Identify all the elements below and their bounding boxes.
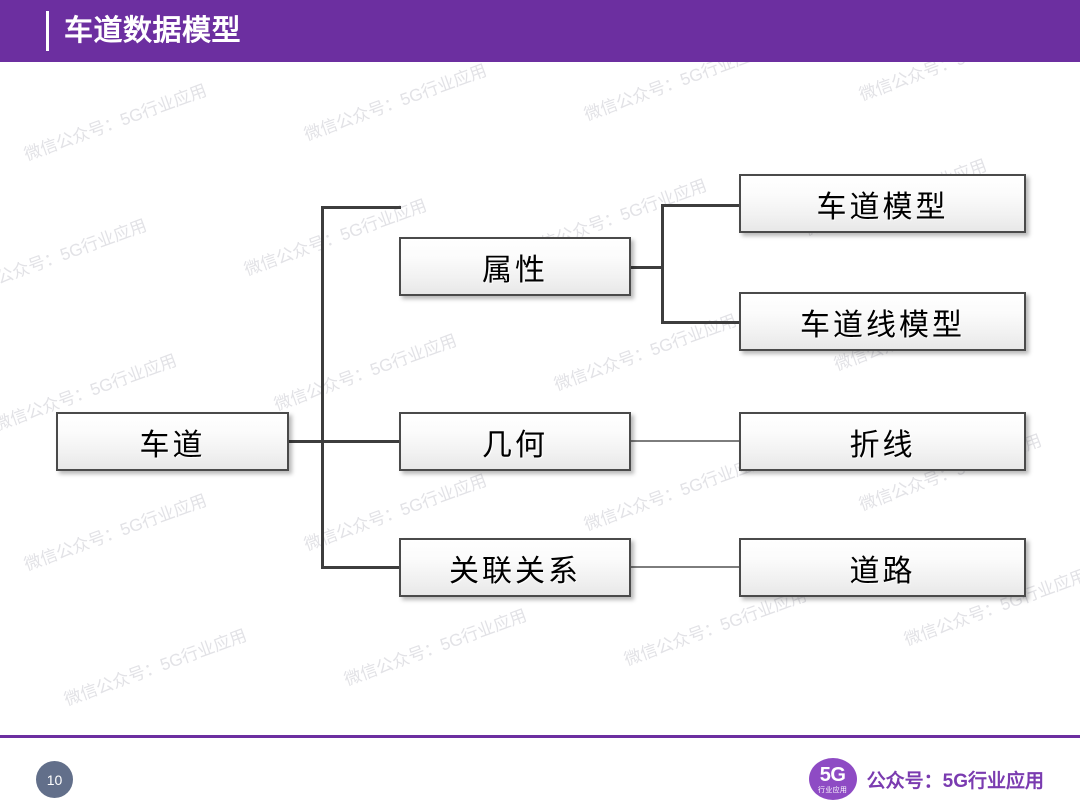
node-road[interactable]: 道路 [739, 538, 1026, 597]
connector-root-stub [288, 440, 324, 443]
connector-attributes-trunk [661, 204, 664, 324]
brand-footer: 5G 行业应用 公众号：5G行业应用 [808, 757, 1044, 801]
connector-association-to-road [630, 566, 741, 568]
connector-attributes-stub [630, 266, 664, 269]
connector-attributes-to-lane-model [661, 204, 741, 207]
page-number-label: 10 [46, 771, 63, 788]
node-label: 道路 [849, 554, 916, 588]
brand-logo-main-label: 5G [819, 764, 846, 786]
node-polyline[interactable]: 折线 [739, 412, 1026, 471]
connector-geometry-to-polyline [630, 440, 741, 442]
node-label: 车道线模型 [800, 308, 965, 342]
page-title: 车道数据模型 [64, 15, 242, 47]
header-accent-divider [46, 11, 49, 51]
connector-root-trunk [321, 206, 324, 569]
node-label: 关联关系 [449, 554, 581, 588]
node-attributes[interactable]: 属性 [399, 237, 631, 296]
node-root-lane[interactable]: 车道 [56, 412, 289, 471]
page-number-badge: 10 [36, 761, 73, 798]
node-label: 几何 [482, 428, 548, 462]
connector-root-to-geometry [321, 440, 401, 443]
connector-root-to-association [321, 566, 401, 569]
lane-data-model-diagram: 车道 属性 几何 关联关系 车道模型 车道线模型 折线 道路 [0, 62, 1080, 735]
node-label: 车道模型 [816, 190, 949, 224]
brand-account-label: 公众号：5G行业应用 [866, 770, 1044, 792]
brand-5g-logo-icon: 5G 行业应用 [808, 758, 857, 800]
node-association[interactable]: 关联关系 [399, 538, 631, 597]
node-label: 车道 [139, 428, 206, 462]
footer-divider [0, 735, 1080, 738]
slide-header-bar: 车道数据模型 [0, 0, 1080, 62]
node-lane-line-model[interactable]: 车道线模型 [739, 292, 1026, 351]
node-geometry[interactable]: 几何 [399, 412, 631, 471]
connector-attributes-to-lane-line-model [661, 321, 741, 324]
node-label: 折线 [849, 428, 916, 462]
node-lane-model[interactable]: 车道模型 [739, 174, 1026, 233]
connector-root-to-attributes [321, 206, 401, 209]
node-label: 属性 [482, 253, 548, 287]
brand-logo-sub-label: 行业应用 [818, 787, 848, 794]
